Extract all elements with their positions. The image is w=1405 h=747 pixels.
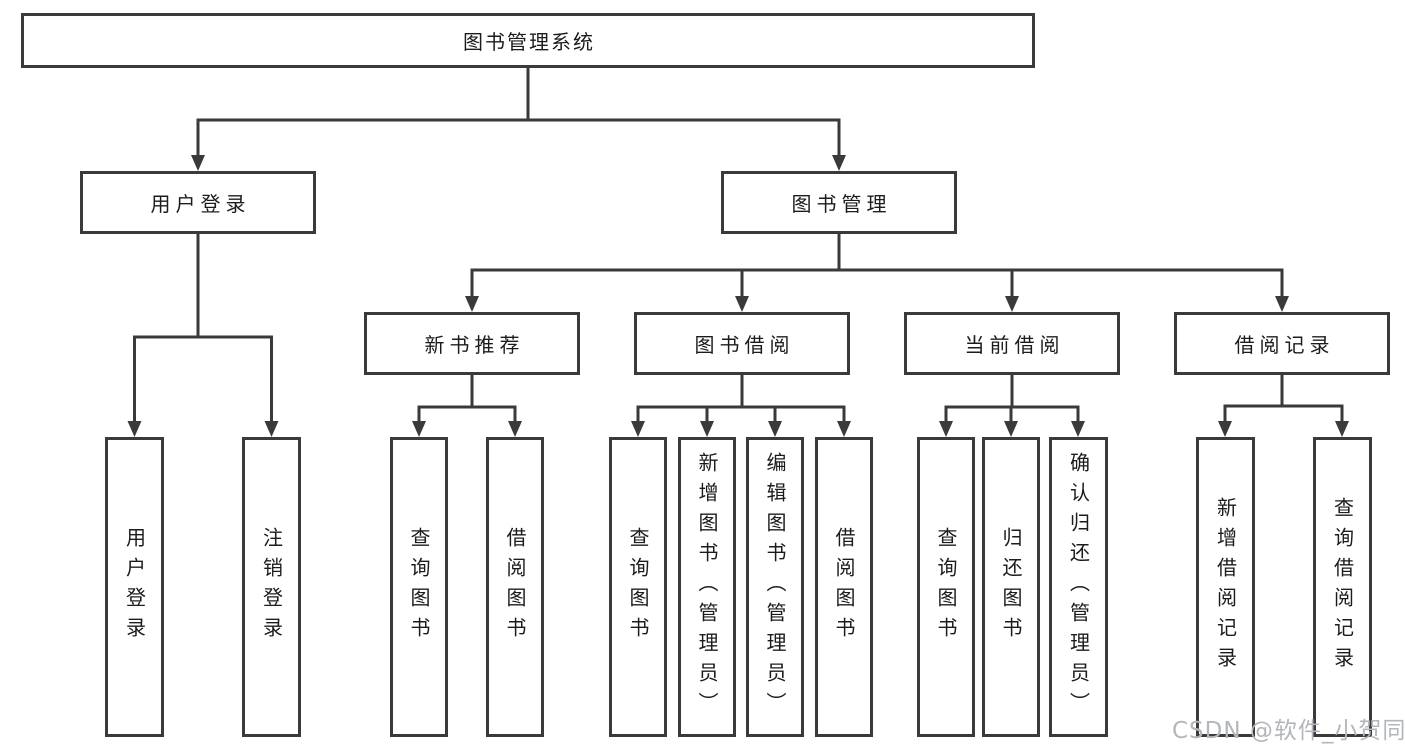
leaf-bb-query-books-label: 查询图书 [626,527,650,647]
edge-book-borrow-to-leaves [636,375,846,424]
leaf-bb-edit-books-admin-label: 编辑图书（管理员） [763,452,787,722]
arrowhead-icon [837,421,851,437]
leaf-logout-box: 注销登录 [242,437,301,737]
arrowhead-icon [465,296,479,312]
leaf-user-login-box: 用户登录 [105,437,164,737]
leaf-bb-add-books-admin-box: 新增图书（管理员） [678,437,736,737]
section-new-book-rec-box: 新书推荐 [364,312,580,375]
leaf-cb-confirm-return-admin-label: 确认归还（管理员） [1066,452,1091,722]
section-borrow-records-label: 借阅记录 [1234,333,1335,357]
edge-new-book-rec-to-leaves [417,375,517,424]
edge-borrow-records-to-leaves [1223,375,1344,424]
leaf-rec-borrow-books-label: 借阅图书 [503,527,527,647]
leaf-cb-return-books-label: 归还图书 [999,527,1023,647]
arrowhead-icon [191,155,205,171]
arrowhead-icon [127,421,142,437]
arrowhead-icon [508,421,522,437]
section-new-book-rec-label: 新书推荐 [424,333,525,357]
leaf-bb-query-books-box: 查询图书 [609,437,667,737]
branch-user-login-box: 用户登录 [80,171,316,234]
leaf-cb-confirm-return-admin-box: 确认归还（管理员） [1049,437,1108,737]
arrowhead-icon [700,421,714,437]
leaf-br-query-record-label: 查询借阅记录 [1330,497,1355,677]
leaf-logout-label: 注销登录 [259,527,284,647]
leaf-rec-borrow-books-box: 借阅图书 [486,437,544,737]
leaf-rec-query-books-box: 查询图书 [390,437,448,737]
arrowhead-icon [939,421,953,437]
section-current-borrow-label: 当前借阅 [964,333,1065,357]
section-current-borrow-box: 当前借阅 [904,312,1120,375]
arrowhead-icon [1071,421,1085,437]
system-root-box: 图书管理系统 [21,13,1035,68]
csdn-watermark: CSDN @软件_小贺同学 [1172,718,1405,744]
arrowhead-icon [768,421,782,437]
arrowhead-icon [631,421,645,437]
leaf-cb-query-books-label: 查询图书 [934,527,958,647]
leaf-rec-query-books-label: 查询图书 [407,527,431,647]
arrowhead-icon [832,155,846,171]
arrowheads [127,155,1349,437]
leaf-bb-borrow-books-box: 借阅图书 [815,437,873,737]
arrowhead-icon [1335,421,1349,437]
leaf-cb-return-books-box: 归还图书 [982,437,1040,737]
arrowhead-icon [1275,296,1289,312]
edge-root-to-level2 [196,68,841,156]
arrowhead-icon [1004,421,1018,437]
branch-book-mgmt-box: 图书管理 [721,171,957,234]
arrowhead-icon [264,421,279,437]
system-root-label: 图书管理系统 [463,30,595,54]
leaf-br-add-record-label: 新增借阅记录 [1213,497,1238,677]
leaf-bb-edit-books-admin-box: 编辑图书（管理员） [746,437,804,737]
leaf-bb-borrow-books-label: 借阅图书 [832,527,856,647]
edge-user-login-to-leaves [133,234,273,424]
leaf-cb-query-books-box: 查询图书 [917,437,975,737]
leaf-br-query-record-box: 查询借阅记录 [1313,437,1372,737]
section-borrow-records-box: 借阅记录 [1174,312,1390,375]
section-book-borrow-box: 图书借阅 [634,312,850,375]
branch-user-login-label: 用户登录 [150,192,251,216]
edge-current-borrow-to-leaves [944,375,1080,424]
leaf-bb-add-books-admin-label: 新增图书（管理员） [695,452,719,722]
arrowhead-icon [1218,421,1232,437]
leaf-br-add-record-box: 新增借阅记录 [1196,437,1255,737]
arrowhead-icon [735,296,749,312]
leaf-user-login-label: 用户登录 [122,527,147,647]
arrowhead-icon [1005,296,1019,312]
branch-book-mgmt-label: 图书管理 [791,192,892,216]
arrowhead-icon [412,421,426,437]
section-book-borrow-label: 图书借阅 [694,333,795,357]
edge-book-mgmt-to-sections [470,234,1284,300]
